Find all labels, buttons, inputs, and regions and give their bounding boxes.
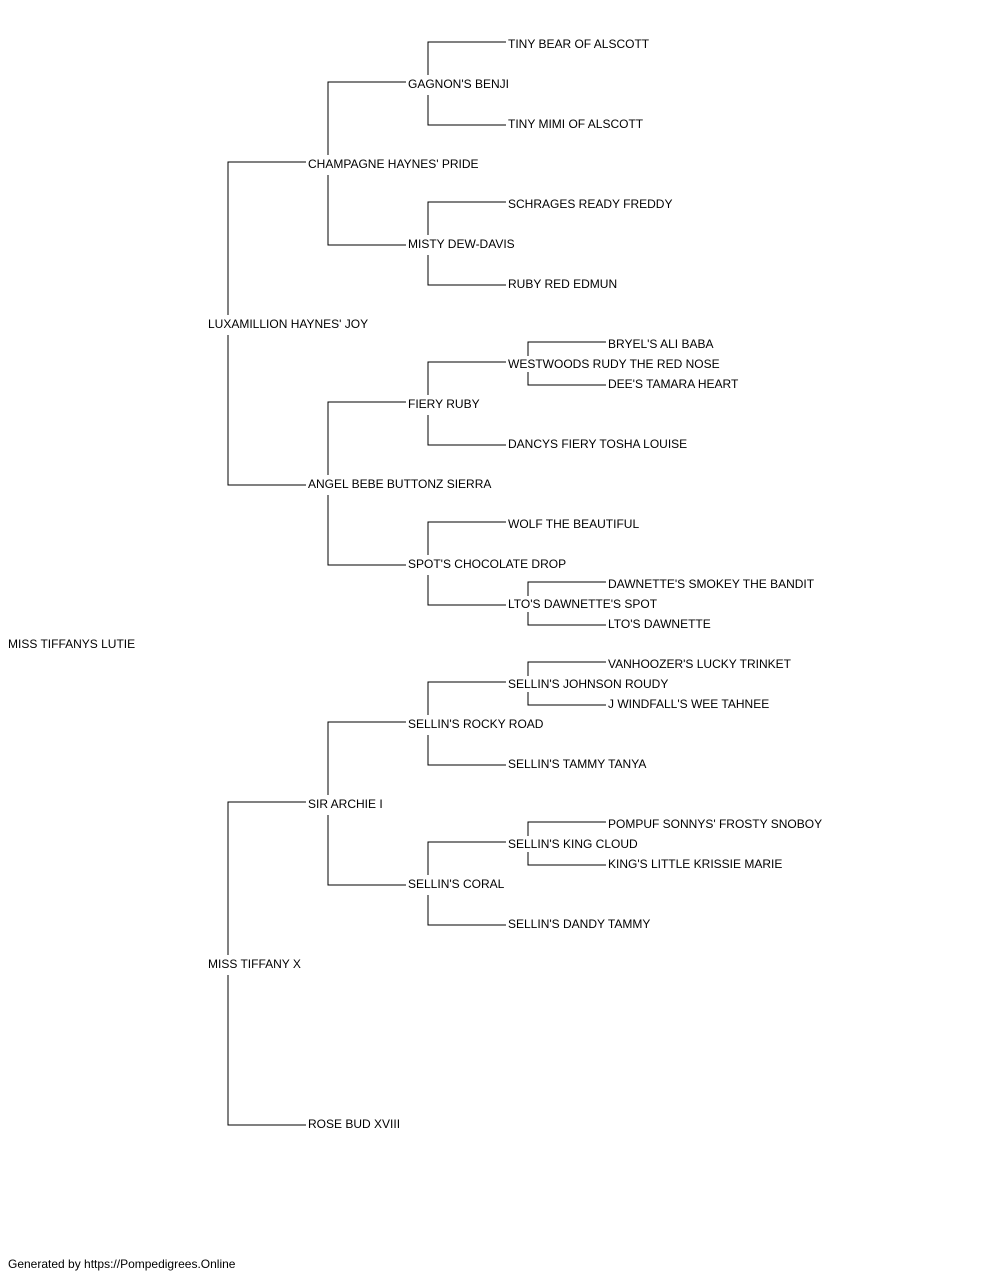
connector-gagnon-dam [427,95,506,126]
sire-name: LUXAMILLION HAYNES' JOY [208,317,368,331]
ancestor-name: SPOT'S CHOCOLATE DROP [408,557,566,571]
connector-rocky-sire [427,681,506,715]
ancestor-name: SELLIN'S DANDY TAMMY [508,917,650,931]
ancestor-name: FIERY RUBY [408,397,480,411]
connector-champagne-dam [327,175,406,246]
ancestor-name: SCHRAGES READY FREDDY [508,197,672,211]
ancestor-name: SELLIN'S KING CLOUD [508,837,638,851]
connector-kingcloud-dam [527,852,606,866]
ancestor-name: RUBY RED EDMUN [508,277,617,291]
connector-angel-dam [327,495,406,566]
connector-lto-sire [527,581,606,596]
ancestor-name: LTO'S DAWNETTE [608,617,711,631]
ancestor-name: SELLIN'S CORAL [408,877,505,891]
ancestor-name: SELLIN'S TAMMY TANYA [508,757,646,771]
connector-fiery-dam [427,415,506,446]
ancestor-name: LTO'S DAWNETTE'S SPOT [508,597,658,611]
ancestor-name: TINY BEAR OF ALSCOTT [508,37,650,51]
connector-coral-dam [427,895,506,926]
connector-angel-sire [327,401,406,475]
connector-misty-sire [427,201,506,235]
connector-sire [227,161,306,315]
ancestor-name: WOLF THE BEAUTIFUL [508,517,639,531]
connector-kingcloud-sire [527,821,606,836]
connector-spot-dam [427,575,506,606]
connector-coral-sire [427,841,506,875]
ancestor-name: GAGNON'S BENJI [408,77,509,91]
connector-spot-sire [427,521,506,555]
sire-dam-name: ANGEL BEBE BUTTONZ SIERRA [308,477,491,491]
ancestor-name: VANHOOZER'S LUCKY TRINKET [608,657,792,671]
dam-name: MISS TIFFANY X [208,957,301,971]
subject-name: MISS TIFFANYS LUTIE [8,637,135,651]
ancestor-name: DAWNETTE'S SMOKEY THE BANDIT [608,577,815,591]
connector-fiery-sire [427,361,506,395]
ancestor-name: SELLIN'S JOHNSON ROUDY [508,677,668,691]
ancestor-name: POMPUF SONNYS' FROSTY SNOBOY [608,817,822,831]
connector-misty-dam [427,255,506,286]
connector-luxamillion-dam [227,335,306,486]
sire-sire-name: CHAMPAGNE HAYNES' PRIDE [308,157,479,171]
connector-sirarchie-dam [327,815,406,886]
dam-dam-name: ROSE BUD XVIII [308,1117,400,1131]
ancestor-name: KING'S LITTLE KRISSIE MARIE [608,857,782,871]
ancestor-name: TINY MIMI OF ALSCOTT [508,117,644,131]
ancestor-name: DANCYS FIERY TOSHA LOUISE [508,437,687,451]
connector-misstiffany-dam [227,975,306,1126]
footer-credit: Generated by https://Pompedigrees.Online [8,1257,236,1271]
dam-sire-name: SIR ARCHIE I [308,797,383,811]
ancestor-name: DEE'S TAMARA HEART [608,377,739,391]
connector-champagne-sire [327,81,406,155]
connector-johnson-sire [527,661,606,676]
ancestor-name: BRYEL'S ALI BABA [608,337,713,351]
connector-westwoods-dam [527,372,606,386]
connector-sirarchie-sire [327,721,406,795]
ancestor-name: WESTWOODS RUDY THE RED NOSE [508,357,720,371]
connector-johnson-dam [527,692,606,706]
ancestor-name: SELLIN'S ROCKY ROAD [408,717,544,731]
ancestor-name: J WINDFALL'S WEE TAHNEE [608,697,769,711]
connector-dam [227,801,306,955]
connector-westwoods-sire [527,341,606,356]
connector-lto-dam [527,612,606,626]
connector-rocky-dam [427,735,506,766]
connector-gagnon-sire [427,41,506,75]
ancestor-name: MISTY DEW-DAVIS [408,237,515,251]
